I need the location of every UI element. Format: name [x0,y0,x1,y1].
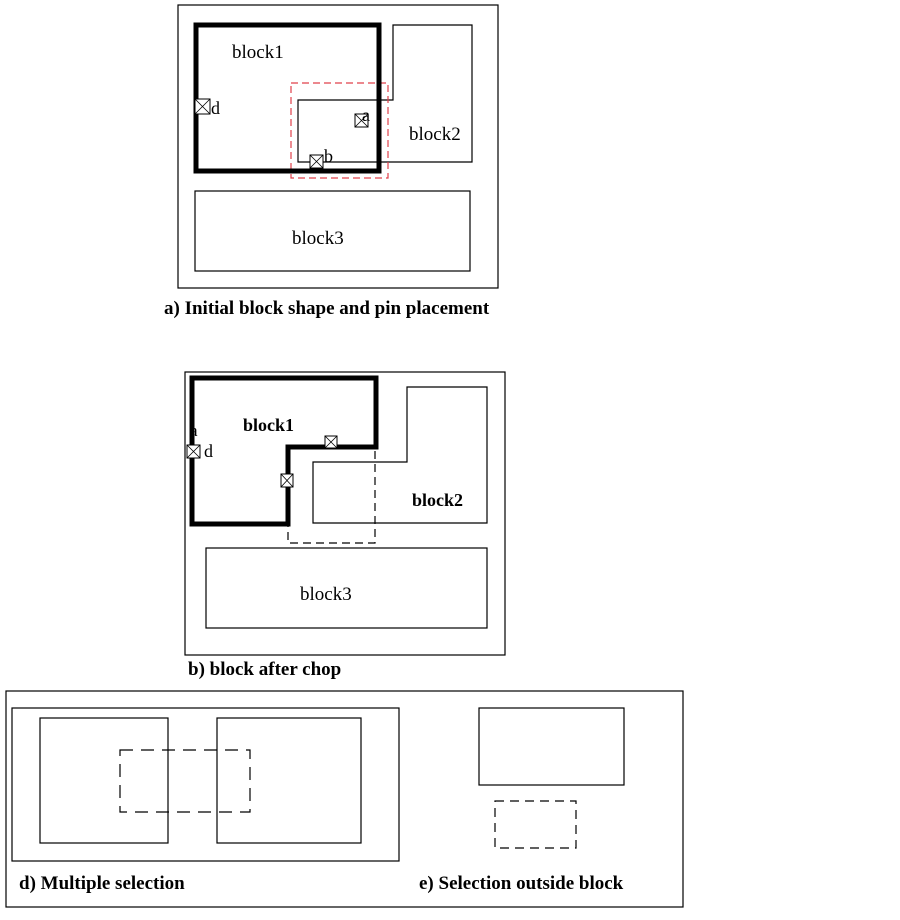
panel-a-block2-label: block2 [409,124,461,145]
panel-b-block3-label: block3 [300,584,352,605]
panel-a-block2 [297,24,473,163]
panel-b-pin-a-label: a [190,421,198,440]
panel-b-block2-label: block2 [412,490,463,510]
panel-a-pin-d-icon [194,98,211,115]
panel-a-pin-b-label: b [324,146,333,166]
panel-a-selection-rect [290,82,389,179]
panel-a-frame [177,4,499,289]
panel-a-pin-a-icon [354,113,369,128]
panel-b-caption: b) block after chop [188,659,341,680]
panel-de-frame [5,690,684,908]
panel-a-block3-label: block3 [292,228,344,249]
panel-a-caption: a) Initial block shape and pin placement [164,298,490,319]
panel-e-block [478,707,625,786]
panel-d-caption: d) Multiple selection [19,873,185,894]
panel-d-block-right [216,717,362,844]
panel-a-pin-d-label: d [211,98,220,118]
panel-de: d) Multiple selection e) Selection outsi… [5,690,684,908]
panel-b-block1 [189,375,379,527]
panel-a-block1-label: block1 [232,42,284,63]
panel-b-block3 [205,547,488,629]
panel-a-block3 [194,190,471,272]
panel-a-pin-a-label: a [362,105,370,125]
panel-b-pin-d-label: d [204,441,213,461]
panel-e-selection-rect [494,800,577,849]
panel-a-block1 [193,22,382,174]
panel-a: block1 block2 block3 d a b a) Initial bl… [164,4,499,319]
panel-a-pin-b-icon [309,154,324,169]
panel-e-caption: e) Selection outside block [419,873,624,894]
panel-b-pin-side-icon [280,473,294,488]
panel-d-block-left [39,717,169,844]
panel-b-pin-d-icon [186,444,201,459]
panel-b-pin-top-icon [324,435,338,449]
panel-b-block2 [312,386,488,524]
panel-b: block1 block2 block3 a d b) block after … [184,371,506,680]
panel-d: d) Multiple selection [11,707,400,894]
panel-d-selection-rect [119,749,251,813]
panel-b-frame [184,371,506,656]
panel-e: e) Selection outside block [419,707,625,894]
panel-d-frame [11,707,400,862]
panel-b-block1-label: block1 [243,415,294,435]
